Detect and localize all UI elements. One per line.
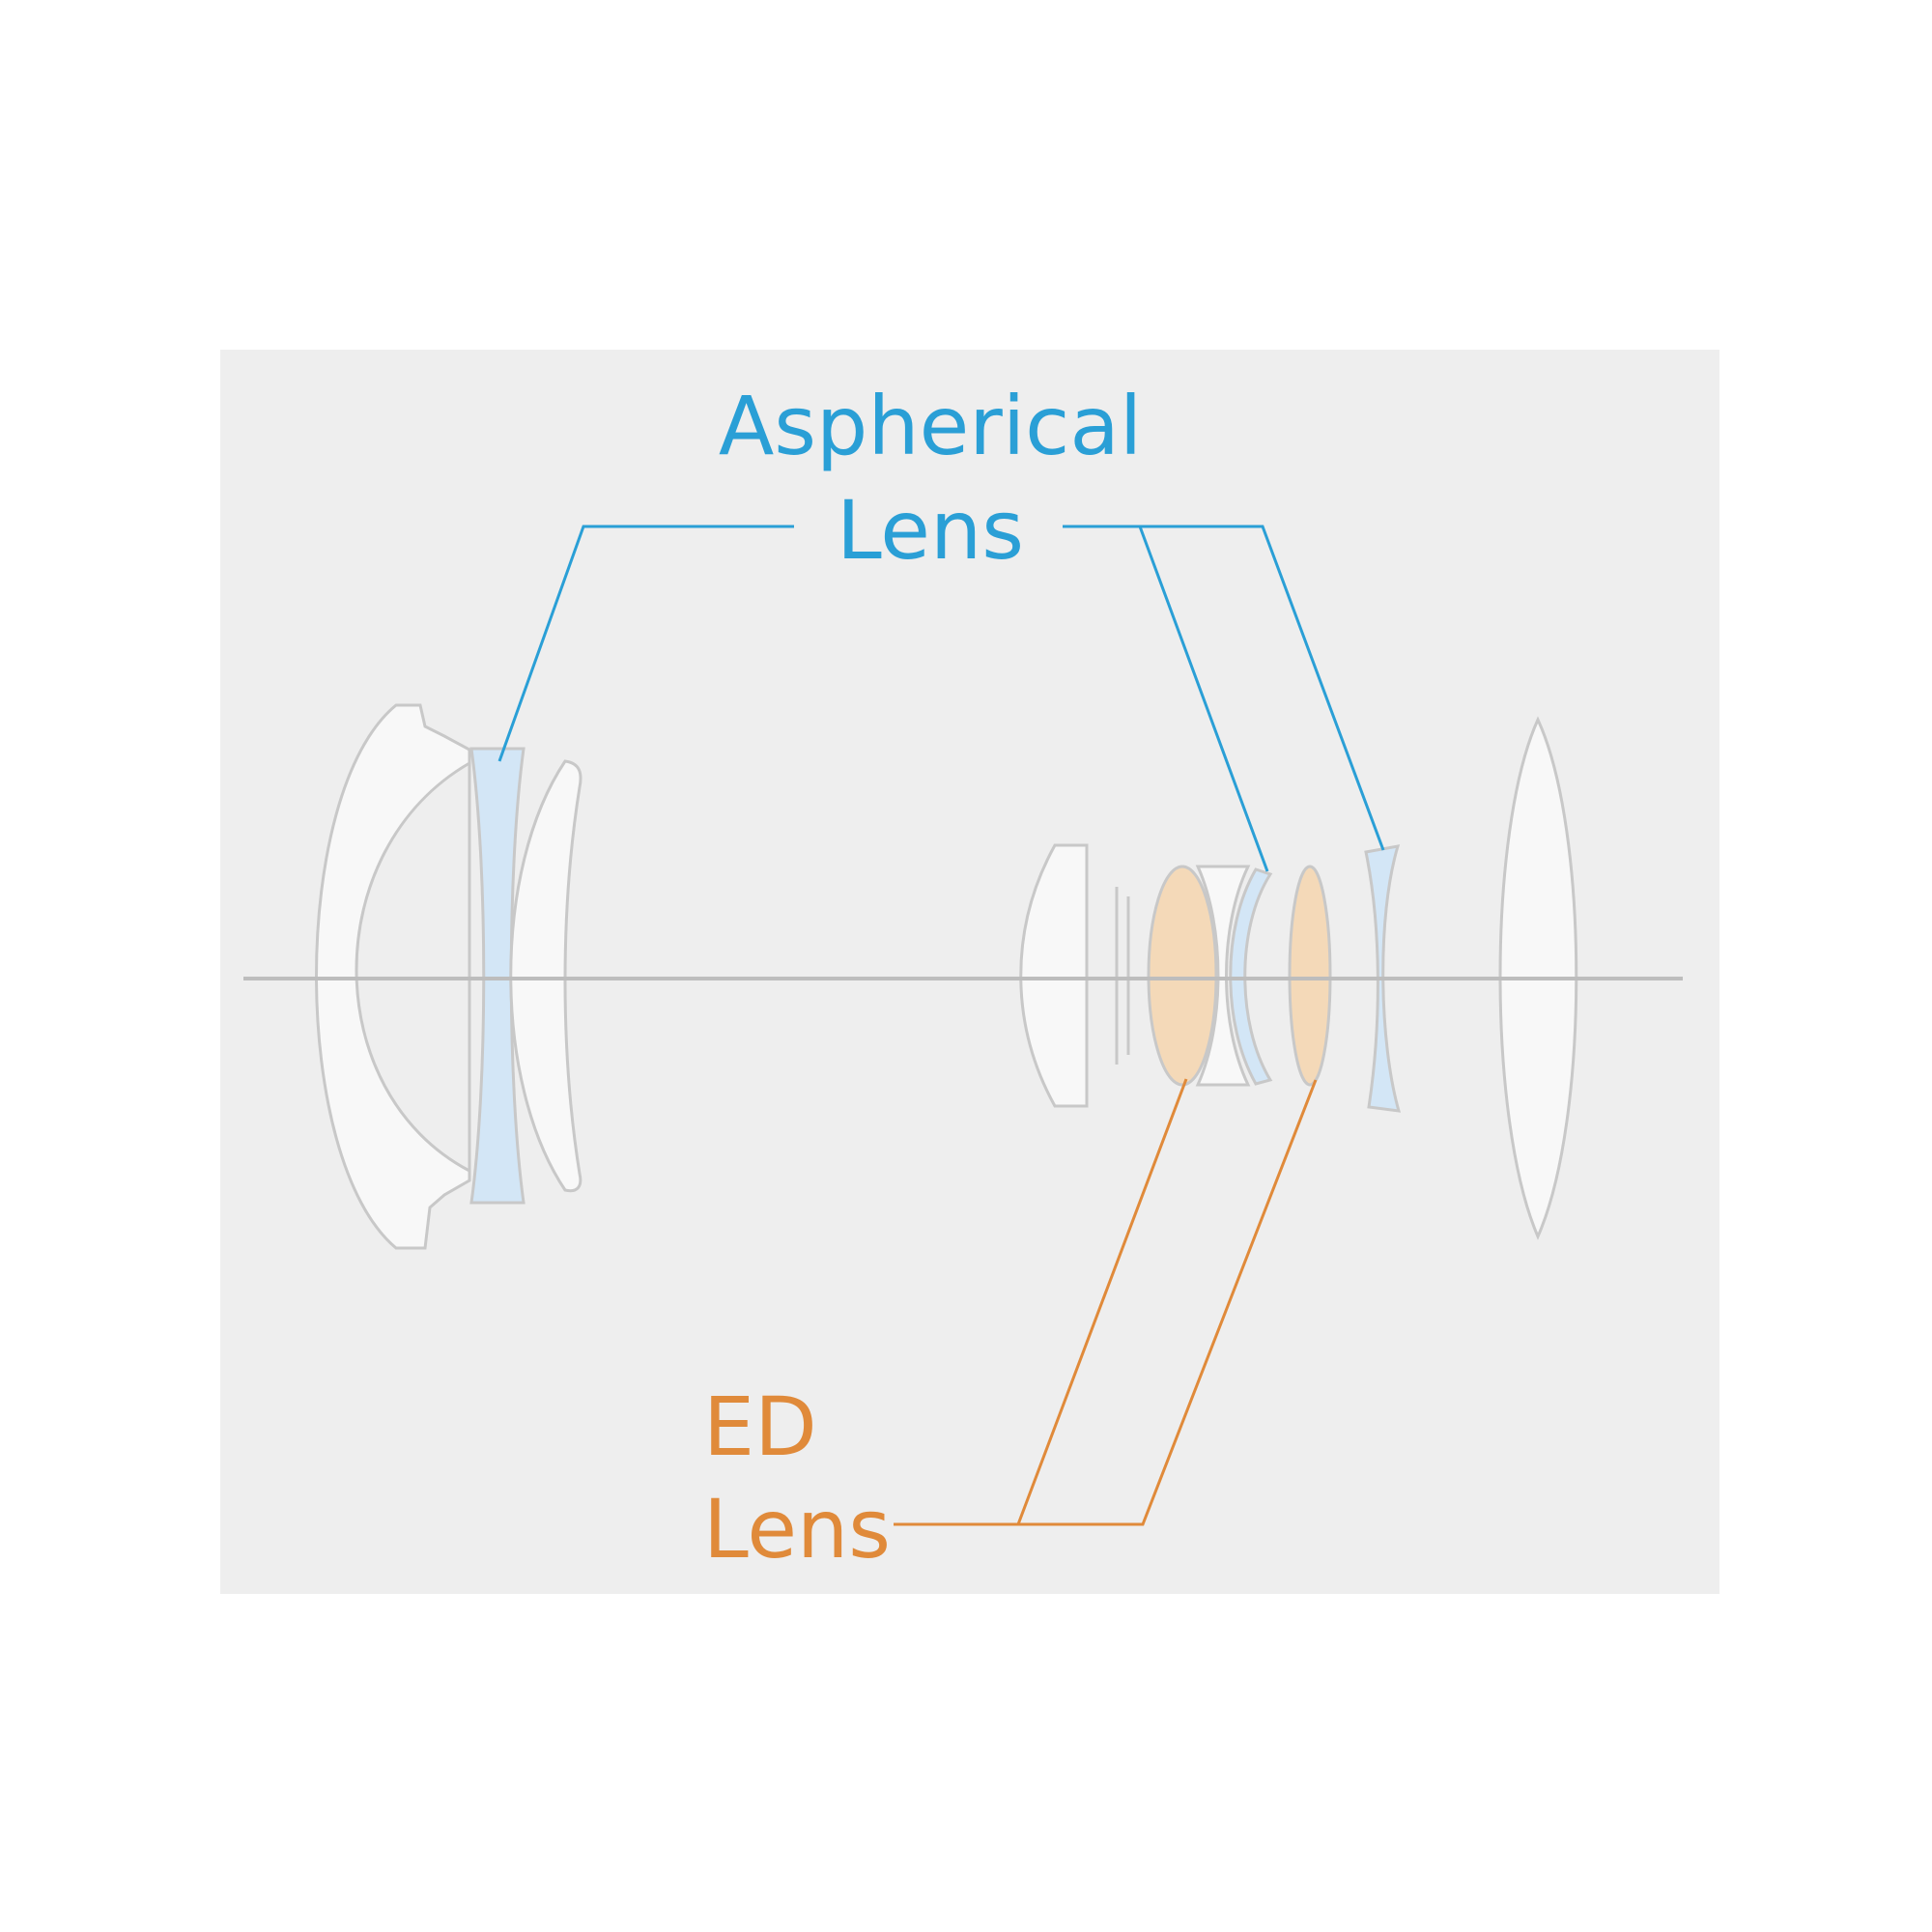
aspherical-label-line-2: Lens <box>837 483 1024 578</box>
ed-label-line-1: ED <box>703 1379 817 1474</box>
aspherical-leader-line-3 <box>1140 525 1385 851</box>
ed-label-line-2: Lens <box>703 1482 891 1577</box>
ed-leader-line-2 <box>1018 1079 1318 1526</box>
aspherical-label-line-1: Aspherical <box>719 379 1142 473</box>
ed-lens-element-2 <box>1288 865 1332 1087</box>
lens-element-front-thin-meniscus <box>509 759 582 1193</box>
lens-element-rear-1 <box>1019 843 1089 1108</box>
lens-element-front-meniscus <box>315 703 471 1250</box>
aspherical-lens-element-2 <box>1229 867 1273 1086</box>
aspherical-leader-line-1 <box>497 525 794 762</box>
lens-element-rear-cemented <box>1195 865 1251 1087</box>
aspherical-lens-element-1 <box>469 747 526 1205</box>
ed-lens-element-1 <box>1147 865 1218 1087</box>
